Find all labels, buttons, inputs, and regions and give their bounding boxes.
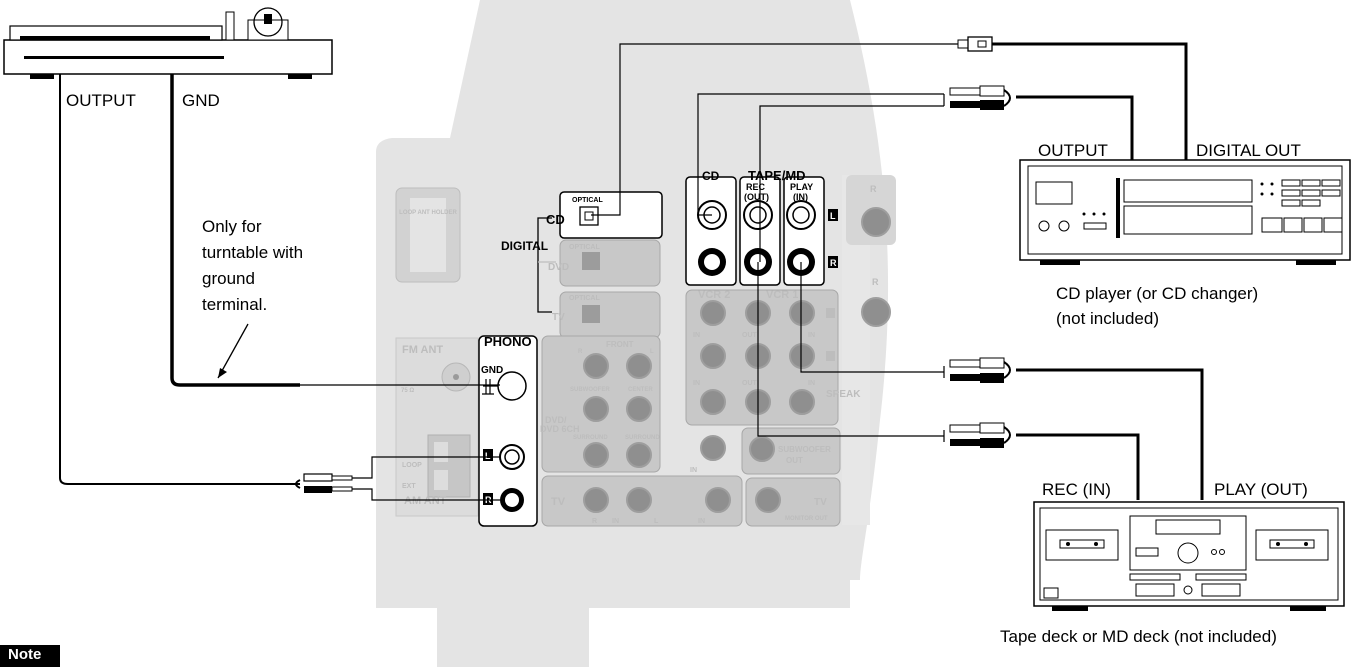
loop-ant-holder: LOOP ANT HOLDER [395, 187, 461, 283]
svg-text:L: L [650, 349, 654, 355]
svg-text:LOOP: LOOP [402, 462, 422, 469]
phono-input: PHONO GND L R [478, 334, 538, 527]
svg-text:turntable with: turntable with [202, 243, 303, 262]
svg-text:EXT: EXT [402, 483, 416, 490]
svg-text:SUBWOOFER: SUBWOOFER [570, 387, 610, 393]
antenna-terminals: FM ANT 75 Ω LOOP EXT AM ANT [395, 337, 479, 517]
svg-text:ground: ground [202, 269, 255, 288]
svg-text:OPTICAL: OPTICAL [569, 295, 600, 302]
svg-text:FRONT: FRONT [606, 340, 634, 349]
svg-text:PLAY: PLAY [790, 182, 813, 192]
turntable-gnd-label: GND [182, 91, 220, 110]
tape-md-label: TAPE/MD [748, 168, 806, 183]
turntable-output-label: OUTPUT [66, 91, 136, 110]
svg-text:IN: IN [808, 380, 815, 387]
svg-text:OPTICAL: OPTICAL [569, 244, 600, 251]
svg-text:DVD/: DVD/ [545, 415, 567, 425]
svg-text:IN: IN [698, 518, 705, 525]
svg-text:PHONO: PHONO [484, 334, 532, 349]
tape-wires [757, 262, 1204, 500]
ground-note: Only for turntable with ground terminal. [202, 217, 303, 379]
svg-text:(IN): (IN) [793, 192, 808, 202]
svg-text:75 Ω: 75 Ω [401, 388, 414, 394]
dvd-6ch-inputs: FRONT R L SUBWOOFER CENTER DVD/ DVD 6CH … [540, 335, 743, 527]
svg-text:SUBWOOFER: SUBWOOFER [778, 445, 831, 454]
svg-text:MONITOR OUT: MONITOR OUT [785, 516, 828, 522]
cd-tape-inputs: CD TAPE/MD REC (OUT) PLAY (IN) L R [685, 168, 838, 286]
svg-text:DVD 6CH: DVD 6CH [540, 424, 580, 434]
vcr-inputs: VCR 2 VCR 1 IN OUT IN IN OUT IN SPEAK [685, 289, 861, 426]
digital-label: DIGITAL [501, 239, 548, 253]
cd-output-label: OUTPUT [1038, 141, 1108, 160]
svg-text:SURROUND: SURROUND [573, 435, 608, 441]
svg-text:OUT: OUT [742, 332, 758, 339]
svg-text:CENTER: CENTER [628, 387, 653, 393]
svg-text:IN: IN [693, 380, 700, 387]
svg-text:OPTICAL: OPTICAL [572, 197, 603, 204]
svg-text:TV: TV [551, 496, 566, 508]
cd-player-caption-1: CD player (or CD changer) [1056, 284, 1258, 303]
svg-text:GND: GND [481, 365, 503, 376]
svg-text:R: R [592, 518, 597, 525]
note-label: Note [8, 646, 42, 663]
svg-text:L: L [830, 211, 836, 221]
svg-text:VCR 1: VCR 1 [766, 289, 798, 301]
svg-text:R: R [872, 277, 879, 287]
svg-text:R: R [830, 258, 837, 268]
svg-text:terminal.: terminal. [202, 295, 267, 314]
am-ant-label: AM ANT [404, 495, 447, 507]
svg-text:IN: IN [693, 332, 700, 339]
svg-text:IN: IN [690, 467, 697, 474]
svg-text:DVD: DVD [548, 262, 569, 273]
svg-text:LOOP ANT HOLDER: LOOP ANT HOLDER [399, 210, 457, 216]
svg-text:TV: TV [814, 497, 827, 508]
svg-text:R: R [578, 349, 583, 355]
cd-digital-out-label: DIGITAL OUT [1196, 141, 1301, 160]
cd-player-caption-2: (not included) [1056, 309, 1159, 328]
svg-text:(OUT): (OUT) [744, 192, 769, 202]
svg-text:VCR 2: VCR 2 [698, 289, 730, 301]
phono-gnd-terminal [497, 371, 527, 401]
tape-play-out-label: PLAY (OUT) [1214, 480, 1308, 499]
speaker-edge: R R [846, 175, 896, 327]
cd-digital-label: CD [546, 212, 565, 227]
cd-player [1019, 159, 1351, 265]
tape-deck [1033, 501, 1345, 611]
svg-text:R: R [870, 184, 877, 194]
cd-wires [591, 36, 1188, 262]
svg-text:REC: REC [746, 182, 766, 192]
svg-text:IN: IN [612, 518, 619, 525]
note-badge [0, 645, 60, 667]
turntable [3, 7, 333, 79]
svg-text:SURROUND: SURROUND [625, 435, 660, 441]
tape-deck-caption: Tape deck or MD deck (not included) [1000, 627, 1277, 646]
svg-text:SPEAK: SPEAK [826, 389, 861, 400]
svg-text:OUT: OUT [742, 380, 758, 387]
svg-text:Only for: Only for [202, 217, 262, 236]
output-jacks: SUBWOOFER OUT TV MONITOR OUT [741, 427, 841, 527]
svg-text:CD: CD [702, 169, 720, 183]
svg-text:OUT: OUT [786, 456, 803, 465]
svg-text:L: L [485, 451, 491, 461]
svg-text:L: L [654, 518, 659, 525]
turntable-wires [59, 74, 500, 501]
svg-text:TV: TV [552, 312, 565, 323]
svg-text:IN: IN [808, 332, 815, 339]
tape-rec-in-label: REC (IN) [1042, 480, 1111, 499]
fm-ant-label: FM ANT [402, 344, 443, 356]
